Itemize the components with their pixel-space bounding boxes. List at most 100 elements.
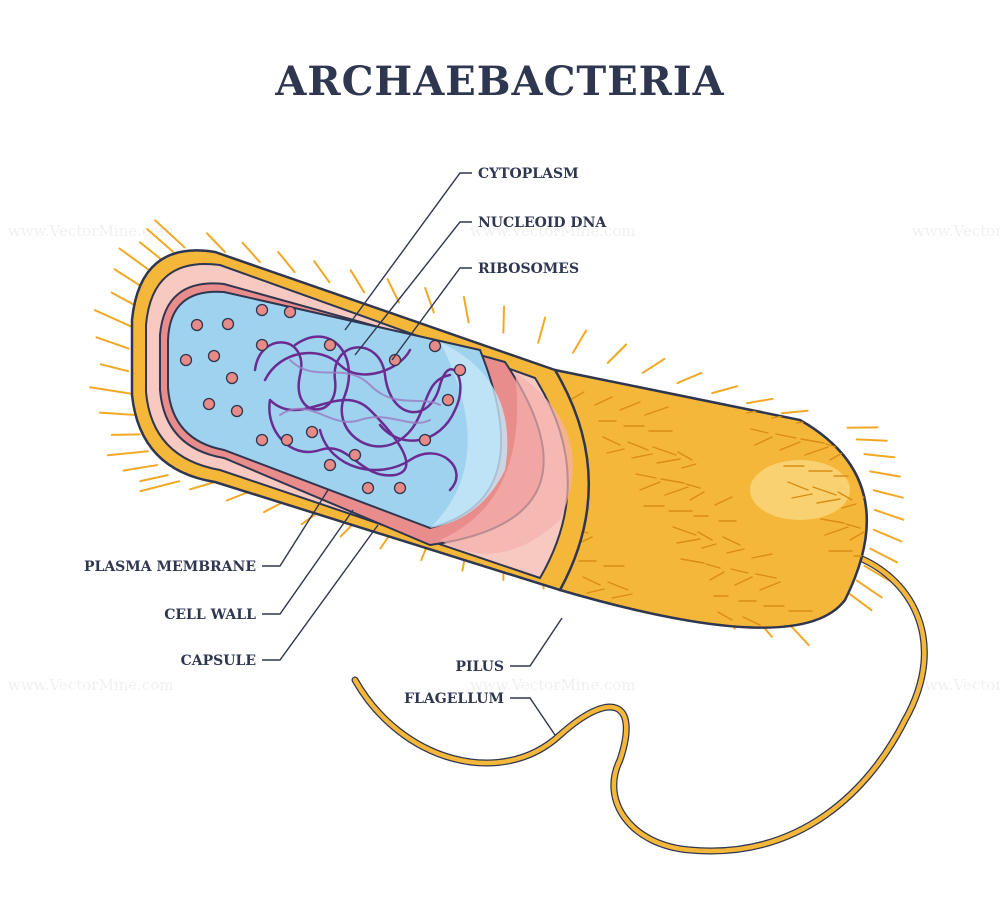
- ribosome: [221, 317, 235, 331]
- pilus-hair: [189, 481, 216, 491]
- capsule-texture-stroke: [602, 436, 621, 446]
- pilus-hair: [676, 371, 703, 385]
- capsule-texture-stroke: [726, 548, 745, 554]
- flagellum-fill: [352, 552, 927, 854]
- capsule-texture-stroke: [672, 526, 697, 536]
- capsule-texture-stroke: [619, 401, 641, 411]
- pilus-hair: [502, 305, 505, 334]
- pilus-hair: [780, 409, 809, 415]
- capsule-texture-stroke: [677, 451, 693, 461]
- capsule-texture-stroke: [569, 391, 585, 401]
- capsule-texture-stroke: [582, 576, 601, 586]
- capsule-texture-stroke: [664, 486, 689, 496]
- capsule-texture-stroke: [640, 618, 665, 624]
- pilus-hair: [872, 489, 904, 499]
- pilus-hair: [277, 251, 296, 274]
- capsule-texture-stroke: [680, 558, 705, 564]
- pilus-hair: [462, 296, 470, 324]
- capsule-texture-stroke: [829, 451, 845, 461]
- capsule-texture-stroke: [660, 478, 685, 484]
- ribosomes: [179, 303, 467, 495]
- pilus-hair: [139, 474, 169, 483]
- capsule-texture-stroke: [734, 576, 753, 586]
- label-ribosomes: RIBOSOMES: [478, 261, 579, 277]
- watermark: www.VectorMine.com: [470, 222, 636, 240]
- capsule-texture-stroke: [787, 481, 809, 491]
- pilus-hair: [863, 453, 896, 459]
- capsule-texture-stroke: [791, 493, 813, 499]
- ribosome: [428, 339, 442, 353]
- capsule-texture-stroke: [779, 441, 801, 451]
- capsule-texture-stroke: [701, 543, 717, 549]
- capsule-texture-stroke: [714, 496, 733, 506]
- capsule-texture-stroke: [755, 573, 777, 579]
- capsule-texture-stroke: [845, 523, 861, 529]
- pilus-hair: [106, 450, 149, 457]
- label-capsule: CAPSULE: [181, 653, 256, 669]
- capsule-texture-stroke: [841, 503, 857, 509]
- pilus-hair: [874, 509, 905, 521]
- capsule-texture-stroke: [824, 526, 849, 536]
- pilus-hair: [93, 309, 133, 328]
- pilus-hair: [606, 343, 628, 364]
- capsule-texture-stroke: [656, 458, 681, 464]
- capsule-texture-stroke: [775, 433, 797, 439]
- pilus-hair: [122, 464, 159, 472]
- watermark: www.VectorMine.com: [8, 676, 174, 694]
- capsule-texture-stroke: [717, 611, 733, 621]
- capsule-texture-stroke: [759, 581, 781, 591]
- pilus-hair: [846, 591, 873, 612]
- capsule-texture-stroke: [800, 438, 825, 444]
- capsule-texture-stroke: [816, 498, 841, 504]
- watermark: www.VectorMine.com: [912, 676, 1000, 694]
- membrane-highlight: [440, 372, 573, 554]
- cytoplasm-highlight: [430, 342, 508, 528]
- capsule-texture-stroke: [820, 518, 845, 524]
- pilus-hair: [154, 219, 186, 249]
- ribosome: [207, 349, 221, 363]
- ribosome: [280, 433, 294, 447]
- ribosome: [225, 371, 239, 385]
- capsule-texture-stroke: [751, 553, 773, 559]
- capsule-texture-stroke: [652, 446, 677, 456]
- pilus-hair: [113, 268, 145, 289]
- ribosome: [441, 393, 455, 407]
- capsule-texture-stroke: [750, 428, 769, 434]
- capsule-texture-stroke: [611, 593, 633, 599]
- capsule-body: [553, 368, 869, 629]
- ribosome: [190, 318, 204, 332]
- ribosome: [202, 397, 216, 411]
- ribosome: [388, 353, 402, 367]
- capsule-texture-stroke: [730, 568, 749, 574]
- ribosome: [230, 404, 244, 418]
- watermark: www.VectorMine.com: [470, 676, 636, 694]
- label-plasma-membrane: PLASMA MEMBRANE: [84, 559, 256, 575]
- ribosome: [255, 303, 269, 317]
- label-pilus: PILUS: [456, 659, 504, 675]
- leader-lines: [262, 172, 563, 736]
- capsule-texture-stroke: [837, 491, 853, 501]
- ribosome: [453, 363, 467, 377]
- capsule-texture-stroke: [685, 483, 701, 489]
- ribosome: [348, 448, 362, 462]
- label-nucleoid-dna: NUCLEOID DNA: [478, 215, 607, 231]
- pilus-hair: [349, 269, 366, 294]
- ribosome: [305, 425, 319, 439]
- label-flagellum: FLAGELLUM: [404, 691, 504, 707]
- cytoplasm: [167, 290, 503, 530]
- ribosome: [283, 305, 297, 319]
- watermark: www.VectorMine.com: [912, 222, 1000, 240]
- capsule-texture-stroke: [615, 613, 637, 619]
- diagram-title: ARCHAEBACTERIA: [275, 58, 725, 105]
- capsule-texture-stroke: [639, 481, 661, 491]
- pilus-hair: [869, 547, 898, 564]
- capsule-texture-stroke: [676, 538, 701, 544]
- pilus-hair: [110, 291, 138, 307]
- capsule-texture-stroke: [849, 531, 865, 541]
- ribosome: [255, 433, 269, 447]
- capsule-texture-stroke: [804, 446, 829, 456]
- pilus-hair: [313, 260, 331, 284]
- pilus-hair: [863, 564, 892, 583]
- pilus-hair: [205, 232, 226, 253]
